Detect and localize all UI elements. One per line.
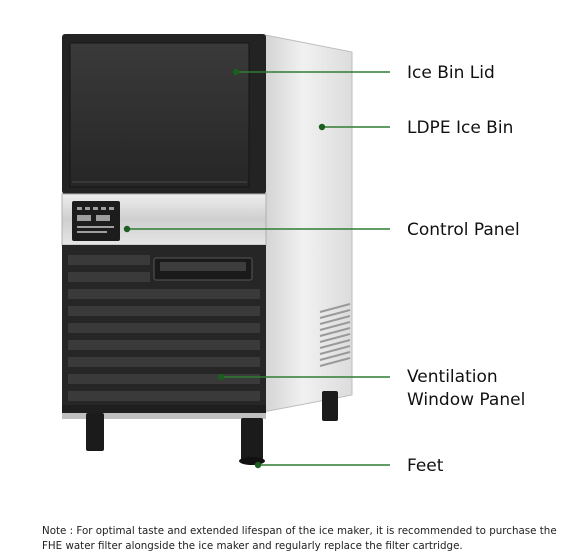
vent-slats bbox=[68, 255, 260, 401]
side-vents bbox=[319, 303, 351, 367]
label-feet: Feet bbox=[407, 456, 444, 476]
callout-dots bbox=[123, 68, 326, 469]
callout-dot-ice-bin-lid bbox=[232, 68, 240, 76]
ice-bin-lid bbox=[69, 42, 250, 188]
feet bbox=[86, 391, 338, 465]
footnote: Note : For optimal taste and extended li… bbox=[42, 525, 557, 552]
ice-maker-body bbox=[61, 34, 353, 465]
label-ventilation-line2: Window Panel bbox=[407, 390, 526, 410]
label-ice-bin-lid: Ice Bin Lid bbox=[407, 63, 495, 83]
label-ventilation-line1: Ventilation bbox=[407, 367, 498, 387]
callout-dot-ventilation bbox=[217, 373, 225, 381]
callout-dot-feet bbox=[254, 461, 262, 469]
label-control-panel: Control Panel bbox=[407, 220, 520, 240]
label-ldpe-ice-bin: LDPE Ice Bin bbox=[407, 118, 514, 138]
callout-dot-control-panel bbox=[123, 225, 131, 233]
callout-lines bbox=[127, 71, 390, 466]
callout-dot-ldpe-ice-bin bbox=[318, 123, 326, 131]
